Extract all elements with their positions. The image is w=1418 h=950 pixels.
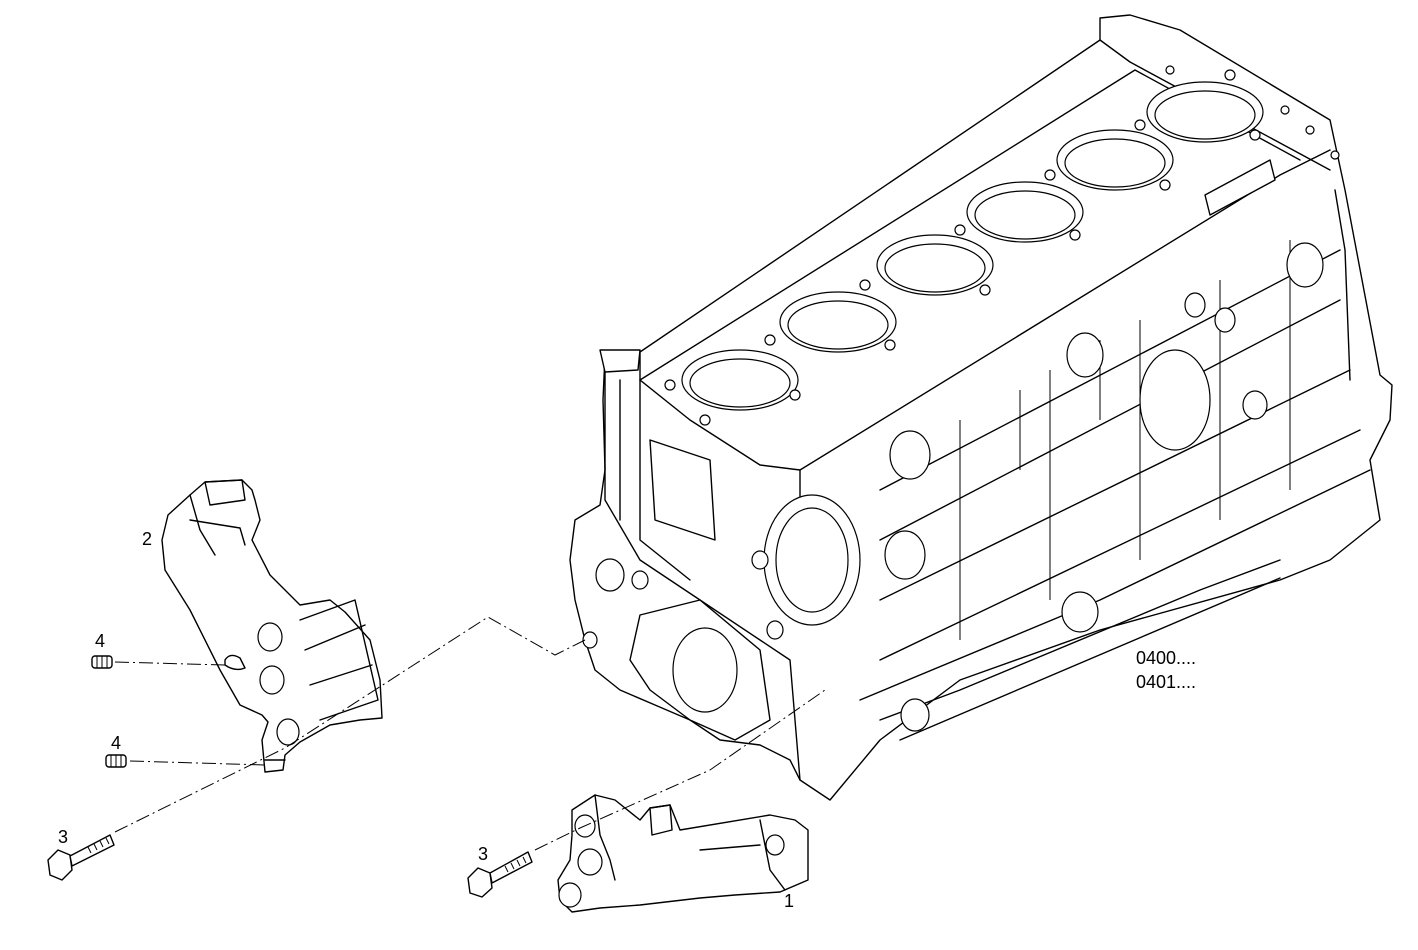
callout-1: 1 xyxy=(784,891,795,911)
callout-2: 2 xyxy=(142,529,153,549)
callout-3-right: 3 xyxy=(478,844,489,864)
bolt-part-3-right xyxy=(467,851,533,898)
engine-block xyxy=(569,14,1393,801)
bracket-part-1 xyxy=(557,794,809,913)
callout-3-left: 3 xyxy=(58,827,69,847)
reference-code-1: 0400.... xyxy=(1136,648,1197,668)
bracket-part-2 xyxy=(161,479,383,773)
stud-part-4-lower xyxy=(105,754,127,768)
stud-part-4-upper xyxy=(91,655,113,669)
callout-4-lower: 4 xyxy=(111,733,122,753)
assembly-lines xyxy=(114,616,826,851)
bolt-part-3-left xyxy=(47,834,115,881)
reference-code-2: 0401.... xyxy=(1136,672,1197,692)
callout-4-upper: 4 xyxy=(95,631,106,651)
